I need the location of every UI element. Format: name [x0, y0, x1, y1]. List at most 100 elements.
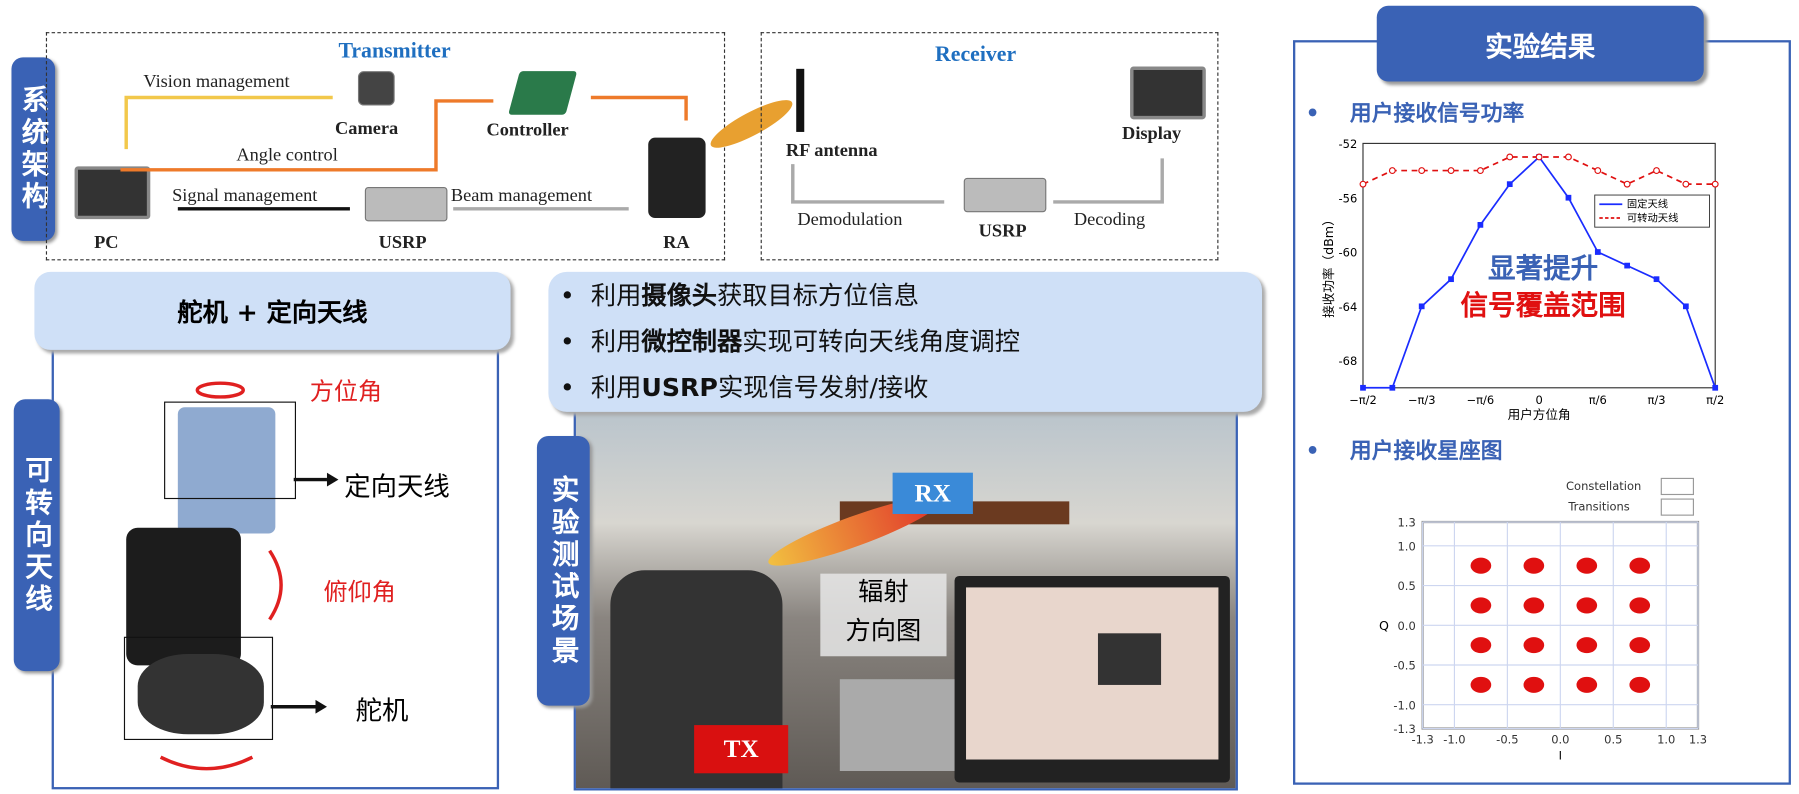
y-tick-label: -1.3	[1393, 722, 1415, 736]
steerable-antenna-label: 可转向天线	[13, 399, 60, 672]
x-tick-label: 0.5	[1604, 732, 1622, 746]
beam-label: Beam management	[450, 185, 593, 206]
test-scene-label: 实验测试场景	[536, 435, 590, 706]
constellation-cluster	[1523, 557, 1545, 574]
tx-tag-text: TX	[723, 734, 759, 763]
constellation-cluster	[1523, 597, 1545, 614]
x-tick-label: 0.0	[1551, 732, 1569, 746]
y-tick-label: -1.0	[1393, 698, 1415, 712]
pc-label: PC	[94, 232, 119, 253]
vision-arrow	[124, 95, 333, 150]
data-point	[1447, 167, 1455, 175]
coverage-annotation: 显著提升 信号覆盖范围	[1440, 250, 1647, 323]
y-axis-label: Q	[1379, 618, 1389, 633]
constellation-cluster	[1629, 676, 1651, 693]
controller-arrow	[590, 95, 688, 121]
controller-label: Controller	[486, 120, 569, 140]
y-tick-label: 0.5	[1398, 579, 1416, 593]
y-tick-label: -68	[1339, 354, 1358, 368]
rf-antenna-icon	[796, 68, 805, 132]
demod-label: Demodulation	[797, 209, 903, 230]
data-point	[1506, 181, 1513, 188]
constellation-cluster	[1470, 597, 1492, 614]
camera-icon	[357, 71, 395, 106]
camera-label: Camera	[335, 119, 399, 139]
y-tick-label: -52	[1339, 137, 1358, 151]
azimuth-label: 方位角	[309, 377, 383, 405]
x-tick-label: 1.0	[1657, 732, 1675, 746]
bullet-controller: • 利用微控制器实现可转向天线角度调控	[559, 328, 1020, 357]
vision-label: Vision management	[143, 72, 290, 92]
results-header-text: 实验结果	[1485, 30, 1596, 63]
legend-swatch	[1660, 477, 1694, 496]
antenna-arrows	[159, 381, 339, 771]
data-point	[1711, 180, 1719, 188]
display-icon	[1130, 66, 1206, 120]
data-point	[1623, 180, 1631, 188]
bullet-usrp: • 利用USRP实现信号发射/接收	[559, 374, 929, 403]
directional-label: 定向天线	[344, 472, 450, 503]
rx-tag-text: RX	[914, 478, 951, 508]
beam-shape	[710, 100, 793, 148]
angle-label: Angle control	[236, 145, 338, 166]
x-tick-label: -0.5	[1496, 732, 1518, 746]
constellation-cluster	[1470, 676, 1492, 693]
receiver-arrows	[791, 158, 1164, 204]
annotation-line2: 信号覆盖范围	[1460, 289, 1626, 322]
constellation-cluster	[1470, 557, 1492, 574]
rx-tag: RX	[892, 472, 973, 514]
servo-box	[123, 636, 274, 741]
annotation-line1: 显著提升	[1488, 252, 1599, 285]
tx-tag: TX	[694, 725, 789, 774]
legend-label: Transitions	[1567, 500, 1629, 514]
steerable-antenna-label-text: 可转向天线	[20, 454, 53, 616]
antenna-header: 舵机 + 定向天线	[34, 271, 511, 350]
x-tick-label: π/6	[1589, 393, 1607, 407]
plot-frame	[1362, 142, 1716, 389]
x-tick-label: π/2	[1706, 393, 1724, 407]
data-point	[1418, 167, 1426, 175]
x-axis-label: 用户方位角	[1508, 407, 1571, 422]
y-tick-label: -60	[1339, 246, 1358, 260]
rx-usrp-label: USRP	[978, 221, 1027, 241]
architecture-label-text: 系统架构	[16, 84, 49, 214]
ra-label: RA	[663, 232, 690, 253]
constellation-cluster	[1576, 676, 1598, 693]
antenna-photo	[80, 390, 287, 769]
bullet-camera: • 利用摄像头获取目标方位信息	[559, 282, 920, 311]
y-tick-label: -0.5	[1393, 659, 1415, 673]
display-label: Display	[1122, 123, 1182, 144]
antenna-header-text: 舵机 + 定向天线	[177, 299, 368, 329]
constellation-cluster	[1576, 637, 1598, 654]
receiver-box	[760, 32, 1219, 261]
data-point	[1712, 384, 1719, 391]
pattern-label-line2: 方向图	[845, 617, 922, 646]
legend-label: Constellation	[1566, 479, 1641, 493]
constellation-cluster	[1523, 676, 1545, 693]
pc-icon	[74, 166, 151, 220]
results-header: 实验结果	[1376, 5, 1704, 82]
y-tick-label: 1.3	[1398, 516, 1416, 530]
constellation-cluster	[1629, 637, 1651, 654]
legend-label: 固定天线	[1627, 198, 1668, 211]
transmitter-title: Transmitter	[338, 39, 451, 64]
data-point	[1653, 167, 1660, 175]
test-scene-label-text: 实验测试场景	[546, 474, 579, 668]
data-point	[1594, 249, 1601, 255]
signal-label: Signal management	[172, 185, 318, 206]
constellation-cluster	[1470, 637, 1492, 654]
data-point	[1565, 194, 1572, 201]
usrp-label: USRP	[378, 232, 427, 253]
transmitter-arrows	[120, 95, 793, 211]
receiver-title: Receiver	[935, 42, 1017, 67]
usrp-icon	[364, 187, 448, 222]
elevation-label: 俯仰角	[323, 578, 396, 606]
x-tick-label: 1.3	[1689, 732, 1707, 746]
data-point	[1477, 222, 1484, 228]
data-point	[1682, 303, 1689, 310]
data-point	[1682, 180, 1690, 188]
data-point	[1388, 167, 1396, 175]
x-tick-label: −π/2	[1349, 393, 1377, 407]
